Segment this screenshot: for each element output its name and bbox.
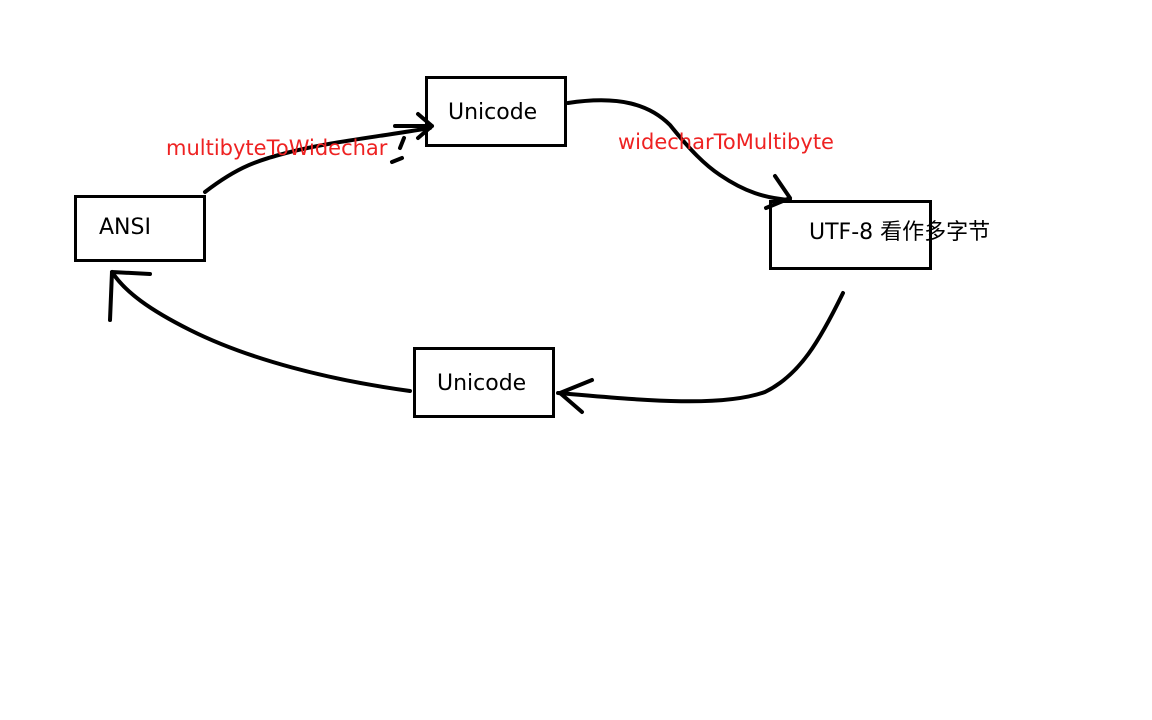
arrowhead-unicode-bottom-to-ansi bbox=[108, 270, 152, 322]
edge-label-widechar-to-multibyte: widecharToMultibyte bbox=[618, 130, 834, 154]
arrow-ansi-to-unicode-top bbox=[203, 126, 432, 194]
node-unicode-top bbox=[425, 76, 567, 147]
arrow-ansi-to-unicode-top-tick bbox=[390, 136, 406, 164]
arrow-unicode-bottom-to-ansi bbox=[110, 270, 412, 393]
node-utf8-label: UTF-8 看作多字节 bbox=[809, 220, 991, 245]
node-unicode-top-label: Unicode bbox=[448, 100, 538, 125]
node-ansi-label: ANSI bbox=[99, 215, 151, 240]
arrow-utf8-to-unicode-bottom bbox=[556, 291, 845, 404]
node-utf8 bbox=[769, 200, 932, 270]
node-unicode-bottom-label: Unicode bbox=[437, 371, 527, 396]
arrowhead-unicode-top-to-utf8 bbox=[764, 174, 792, 210]
arrowhead-utf8-to-unicode-bottom bbox=[558, 378, 594, 414]
node-unicode-bottom bbox=[413, 347, 555, 418]
edge-label-multibyte-to-widechar: multibyteToWidechar bbox=[166, 136, 388, 160]
arrow-unicode-top-to-utf8 bbox=[566, 98, 792, 202]
node-ansi bbox=[74, 195, 206, 262]
